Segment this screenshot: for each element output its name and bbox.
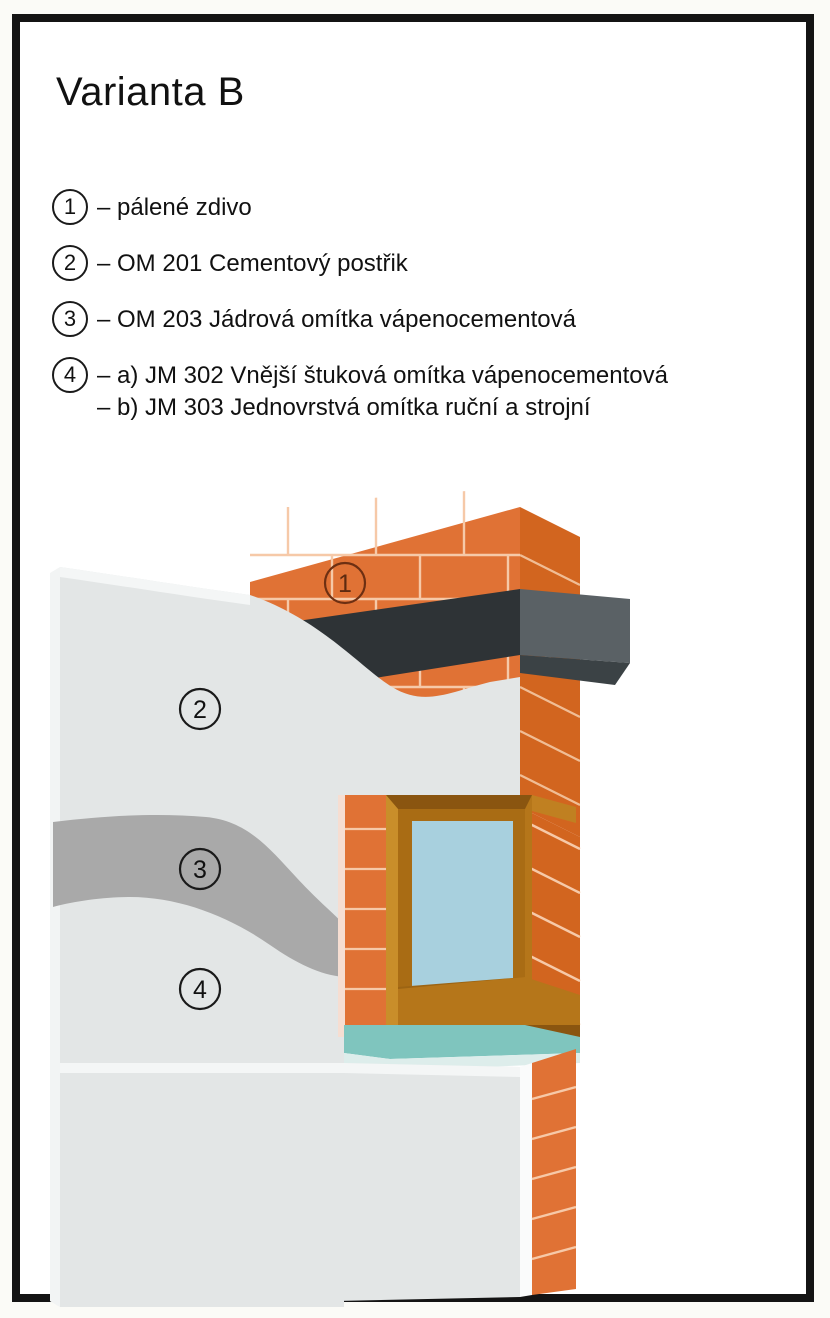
- frame-head-return: [532, 795, 576, 823]
- legend: 1 – pálené zdivo 2 – OM 201 Cementový po…: [52, 188, 812, 442]
- lintel-top-face: [520, 589, 630, 663]
- legend-text-group-2: – OM 201 Cementový postřik: [97, 244, 408, 280]
- diagram-marker-3: 3: [178, 847, 222, 891]
- diagram-marker-1-label: 1: [338, 570, 352, 598]
- diagram-marker-2-label: 2: [193, 696, 207, 724]
- legend-label-4b: – b) JM 303 Jednovrstvá omítka ruční a s…: [97, 393, 591, 421]
- diagram-frame-border: Varianta B 1 – pálené zdivo 2 – OM 201 C…: [12, 14, 814, 1307]
- parapet-plaster-top-edge: [60, 1063, 520, 1077]
- parapet-plaster-left-edge: [50, 1063, 60, 1307]
- window-reveal-brick: [338, 795, 386, 1037]
- frame-head-bevel: [386, 795, 532, 809]
- legend-text-group-3: – OM 203 Jádrová omítka vápenocementová: [97, 300, 576, 336]
- legend-marker-2: 2: [52, 245, 88, 281]
- diagram-marker-3-label: 3: [193, 856, 207, 884]
- parapet-plaster-return: [520, 1063, 532, 1297]
- parapet-wall: [50, 1049, 576, 1307]
- legend-text-group-4: – a) JM 302 Vnější štuková omítka vápeno…: [97, 356, 668, 423]
- diagram-marker-2: 2: [178, 687, 222, 731]
- legend-item-3: 3 – OM 203 Jádrová omítka vápenocementov…: [52, 300, 812, 337]
- sill-wood-top: [398, 977, 580, 1025]
- diagram-marker-1: 1: [323, 561, 367, 605]
- legend-label-4a: – a) JM 302 Vnější štuková omítka vápeno…: [97, 362, 668, 389]
- page-title: Varianta B: [56, 70, 245, 114]
- sill-teal-plate: [344, 1025, 580, 1059]
- lintel-bottom-face: [520, 655, 630, 685]
- reveal-brick-face: [344, 795, 386, 1037]
- parapet-brick-joints: [531, 1085, 576, 1261]
- legend-label-2: – OM 201 Cementový postřik: [97, 250, 408, 277]
- legend-marker-3: 3: [52, 301, 88, 337]
- diagram-marker-2-circle: [178, 687, 222, 731]
- legend-item-4: 4 – a) JM 302 Vnější štuková omítka vápe…: [52, 356, 812, 423]
- frame-left-bevel: [386, 795, 398, 1037]
- parapet-plaster-face: [60, 1063, 520, 1307]
- legend-marker-1: 1: [52, 189, 88, 225]
- plaster-top-edge-highlight: [60, 567, 250, 605]
- diagram-marker-3-circle: [178, 847, 222, 891]
- wall-section-illustration: 1 2 3 4: [20, 477, 806, 1307]
- legend-text-group-1: – pálené zdivo: [97, 188, 252, 224]
- core-plaster-band: [53, 814, 344, 977]
- diagram-marker-4-circle: [178, 967, 222, 1011]
- core-plaster-layer: [53, 814, 344, 977]
- reveal-brick-edge: [338, 795, 345, 1037]
- wall-section-svg: 1 2 3 4: [50, 487, 630, 1307]
- legend-item-1: 1 – pálené zdivo: [52, 188, 812, 225]
- diagram-marker-1-circle: [323, 561, 367, 605]
- diagram-content: Varianta B 1 – pálené zdivo 2 – OM 201 C…: [20, 22, 806, 1307]
- diagram-marker-4: 4: [178, 967, 222, 1011]
- legend-label-1: – pálené zdivo: [97, 194, 252, 221]
- diagram-marker-4-label: 4: [193, 976, 207, 1004]
- window-frame: [386, 795, 576, 1037]
- legend-item-2: 2 – OM 201 Cementový postřik: [52, 244, 812, 281]
- window-glass: [412, 821, 513, 1009]
- legend-marker-4: 4: [52, 357, 88, 393]
- legend-label-3: – OM 203 Jádrová omítka vápenocementová: [97, 306, 576, 333]
